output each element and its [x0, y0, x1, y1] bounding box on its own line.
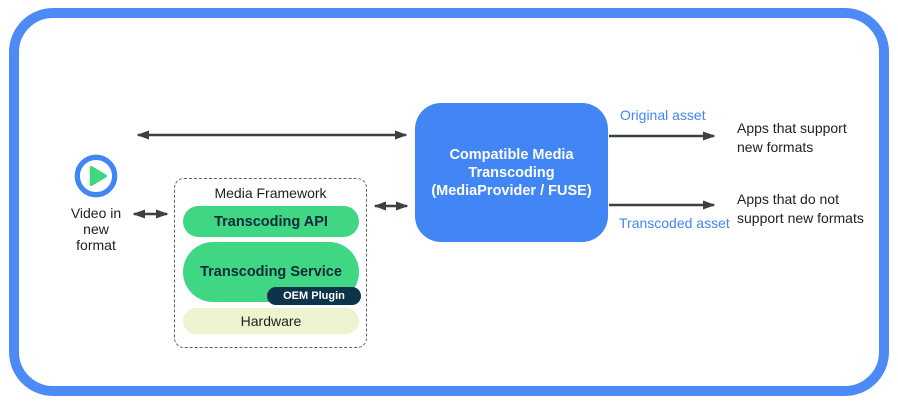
- compatible-media-transcoding-box: Compatible Media Transcoding (MediaProvi…: [415, 103, 608, 242]
- oem-plugin-label: OEM Plugin: [283, 290, 345, 302]
- outer-border: [9, 8, 889, 396]
- transcoding-service-label: Transcoding Service: [200, 264, 342, 280]
- transcoded-asset-label: Transcoded asset: [619, 215, 730, 231]
- hardware-label: Hardware: [240, 313, 302, 329]
- hardware-pill: Hardware: [183, 308, 359, 334]
- media-framework-title: Media Framework: [214, 185, 327, 201]
- original-asset-label: Original asset: [620, 107, 706, 123]
- oem-plugin-pill: OEM Plugin: [267, 287, 361, 305]
- apps-no-support-text: Apps that do not support new formats: [737, 191, 864, 226]
- apps-support-text: Apps that support new formats: [737, 120, 847, 155]
- transcoding-api-label: Transcoding API: [214, 213, 328, 230]
- transcoding-api-pill: Transcoding API: [183, 206, 359, 237]
- play-icon: [73, 153, 119, 199]
- video-source-label: Video in new format: [70, 205, 122, 253]
- media-framework-box: [174, 178, 367, 348]
